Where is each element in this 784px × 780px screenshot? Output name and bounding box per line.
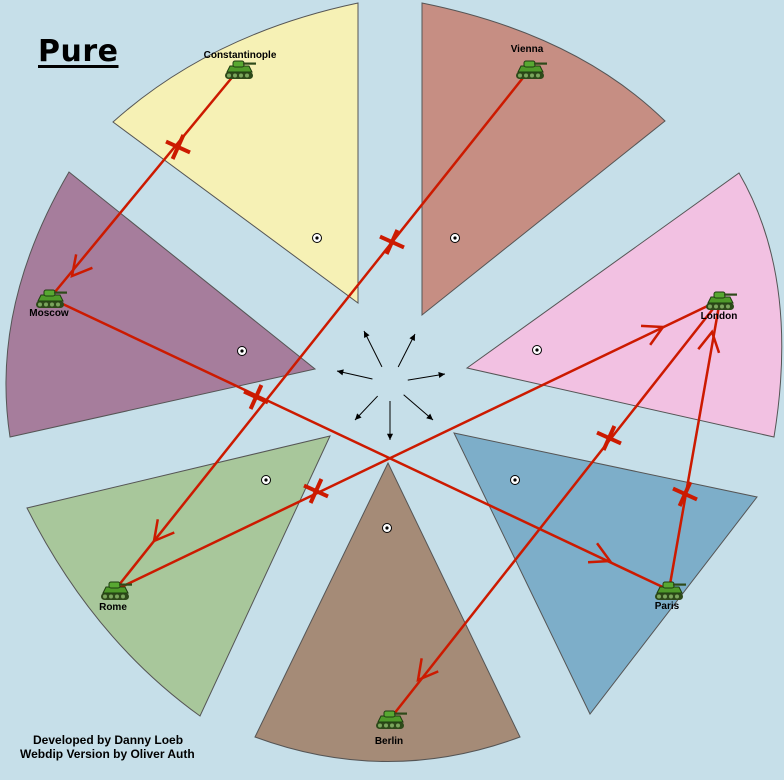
territory-vienna[interactable] [421, 2, 666, 317]
center-arrow [407, 372, 446, 381]
failed-order-cross [672, 481, 698, 507]
territory-label-constantinople: Constantinople [204, 50, 277, 61]
order-moscow-to-paris [49, 296, 670, 592]
supply-center-vienna [450, 233, 460, 243]
territory-berlin[interactable] [254, 461, 521, 762]
center-arrows [336, 330, 446, 440]
territory-paris[interactable] [453, 432, 758, 715]
order-paris-to-london [667, 299, 722, 591]
supply-center-paris [510, 475, 520, 485]
center-arrow [397, 333, 416, 368]
supply-center-constantinople [312, 233, 322, 243]
credit-developer: Developed by Danny Loeb [33, 733, 184, 747]
territory-london[interactable] [465, 172, 783, 438]
territory-constantinople[interactable] [112, 2, 359, 304]
order-constantinople-to-moscow [49, 68, 240, 299]
failed-order-cross [379, 229, 405, 255]
territory-label-rome: Rome [99, 602, 127, 613]
territory-rome[interactable] [26, 435, 331, 717]
order-vienna-to-rome [114, 68, 531, 591]
center-arrow [363, 330, 383, 368]
order-rome-to-london [114, 298, 721, 592]
territory-label-paris: Paris [655, 601, 680, 612]
credit-webdip: Webdip Version by Oliver Auth [20, 747, 195, 761]
failed-order-cross [165, 134, 191, 160]
center-arrow [354, 395, 378, 421]
territory-moscow[interactable] [5, 171, 317, 438]
territory-label-berlin: Berlin [375, 736, 403, 747]
territory-label-london: London [701, 311, 738, 322]
territory-label-vienna: Vienna [511, 44, 544, 55]
failed-order-cross [243, 384, 269, 410]
supply-center-rome [261, 475, 271, 485]
map-title: Pure [38, 34, 119, 69]
supply-center-berlin [382, 523, 392, 533]
order-london-to-berlin [389, 299, 721, 720]
territory-label-moscow: Moscow [29, 308, 69, 319]
failed-order-cross [303, 478, 329, 504]
supply-center-moscow [237, 346, 247, 356]
failed-order-cross [596, 425, 622, 451]
center-arrow [336, 369, 373, 380]
supply-center-london [532, 345, 542, 355]
center-arrow [403, 394, 434, 421]
center-arrow [386, 401, 394, 440]
